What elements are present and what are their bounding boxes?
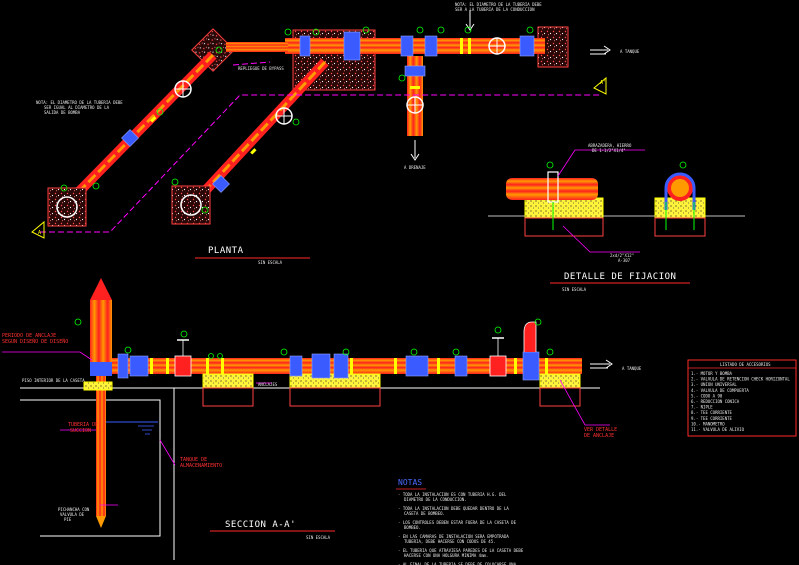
legend-item: 3.- UNION UNIVERSAL bbox=[691, 382, 737, 387]
seccion-scale: SIN ESCALA bbox=[306, 535, 331, 540]
section-view: PERIODO DE ANCLAJE SEGUN DISEÑO DE DISEÑ… bbox=[2, 278, 642, 560]
section-tank-label: A TANQUE bbox=[622, 366, 642, 371]
relief-valve-icon bbox=[523, 321, 537, 352]
foot-valve-note-3: PIE bbox=[64, 517, 72, 522]
well-outline bbox=[20, 399, 161, 537]
detalle-scale: SIN ESCALA bbox=[562, 287, 587, 292]
accessories-legend: LISTADO DE ACCESORIOS 1.- MOTOR Y BOMBA2… bbox=[687, 359, 797, 437]
section-callouts bbox=[74, 318, 554, 359]
foot-valve-note-2: VALVULA DE bbox=[60, 512, 85, 517]
note-item: - TODA LA INSTALACION DEBE QUEDAR DENTRO… bbox=[398, 506, 509, 516]
plan-bypass-note: REPLIEGUE DE BYPASS bbox=[238, 66, 284, 71]
plan-pump-base-1 bbox=[47, 187, 87, 227]
note-item: - LOS CONTROLES DEBEN ESTAR FUERA DE LA … bbox=[398, 520, 517, 530]
detalle-title: DETALLE DE FIJACION bbox=[564, 272, 676, 282]
gate-valve-icon bbox=[489, 337, 507, 377]
section-leaders bbox=[2, 351, 610, 506]
notes-title: NOTAS bbox=[398, 478, 422, 487]
arrow-down-icon bbox=[410, 140, 420, 161]
arrow-right-icon bbox=[590, 45, 611, 55]
plan-top-note-2: SER A LA TUBERIA DE LA CONDUCCION bbox=[455, 7, 535, 12]
ver-detalle-1: VER DETALLE bbox=[584, 427, 617, 433]
detail-clamp-note-2: DE 1-1/2"X1/4" bbox=[592, 148, 626, 153]
seccion-title-block: SECCION A-A' SIN ESCALA bbox=[210, 520, 335, 540]
gate-valve-icon bbox=[488, 37, 506, 55]
well-note-1: TANQUE DE bbox=[180, 457, 207, 463]
suction-pipe bbox=[96, 376, 106, 516]
section-a-prime-label: A' bbox=[600, 80, 606, 86]
anchor-block-3 bbox=[539, 373, 581, 389]
discharge-note-2: SEGUN DISEÑO DE DISEÑO bbox=[2, 338, 68, 345]
arrow-down-icon bbox=[465, 10, 475, 31]
plan-left-note-1: NOTA: EL DIAMETRO DE LA TUBERIA DEBE bbox=[36, 100, 123, 105]
legend-item: 11.- VALVULA DE ALIVIO bbox=[691, 427, 745, 432]
section-cut-line bbox=[40, 61, 600, 233]
detail-clamp-note-1: ABRAZADERA, HIERRO bbox=[588, 143, 632, 148]
note-item: - AL FINAL DE LA TUBERIA SE DEBE DE COLO… bbox=[398, 562, 530, 565]
legend-item: 6.- REDUCCION CONICA bbox=[691, 399, 740, 404]
notes-block: NOTAS - TODA LA INSTALACION ES CON TUBER… bbox=[396, 478, 530, 565]
planta-title: PLANTA bbox=[208, 246, 244, 256]
water-note-1: TUBERIA DE bbox=[68, 422, 98, 428]
detail-block-left bbox=[524, 197, 604, 219]
discharge-note-1: PERIODO DE ANCLAJE bbox=[2, 333, 56, 339]
planta-title-block: PLANTA SIN ESCALA bbox=[195, 246, 310, 265]
plan-left-note-3: SALIDA DE BOMBA bbox=[44, 110, 81, 115]
detalle-title-block: DETALLE DE FIJACION SIN ESCALA bbox=[550, 272, 690, 292]
section-marker-a-prime: A' bbox=[593, 76, 607, 95]
foot-valve-note-1: PICHANCHA CON bbox=[58, 507, 90, 512]
detail-pipe bbox=[506, 178, 598, 200]
motor-pump-column bbox=[90, 300, 112, 362]
gate-valve-icon bbox=[174, 80, 192, 98]
anchor-block-1 bbox=[202, 373, 254, 389]
plan-main-pipe bbox=[285, 38, 545, 54]
gate-valve-icon bbox=[174, 339, 192, 377]
note-item: - EN LAS CAMARAS DE INSTALACION SERA EMP… bbox=[398, 534, 509, 544]
detail-bolt-note-1: 2xd/2"X12" bbox=[610, 253, 634, 258]
plan-fittings bbox=[121, 31, 535, 193]
floor-note: PISO INTERIOR DE LA CASETA bbox=[22, 378, 85, 383]
plan-view: A A' NOTA: EL DIAMETRO DE LA TUBERIA DEB… bbox=[31, 2, 640, 239]
detail-view: ABRAZADERA, HIERRO DE 1-1/2"X1/4" 2xd/2"… bbox=[488, 143, 745, 263]
ver-detalle-2: DE ANCLAJE bbox=[584, 433, 614, 439]
anchor-label: ANCLAJES bbox=[258, 382, 278, 387]
plan-tank-label: A TANQUE bbox=[620, 49, 640, 54]
legend-item: 10.- MANOMETRO bbox=[691, 421, 725, 426]
gate-valve-icon bbox=[275, 107, 293, 125]
legend-item: 5.- CODO A 90 bbox=[691, 393, 723, 398]
gate-valve-icon bbox=[406, 96, 424, 114]
detail-bolt-note-2: A-307 bbox=[618, 258, 631, 263]
plan-nipples bbox=[150, 38, 471, 155]
plan-top-note-1: NOTA: EL DIAMETRO DE LA TUBERIA DEBE bbox=[455, 2, 542, 7]
plan-left-note-2: SER IGUAL AL DIAMETRO DE LA bbox=[44, 105, 110, 110]
plan-pipe-to-elbow bbox=[226, 42, 288, 52]
section-a-label: A bbox=[38, 230, 41, 236]
water-note-2: SUCCION bbox=[70, 428, 91, 434]
legend-item: 8.- TEE CORRIENTE bbox=[691, 410, 733, 415]
section-marker-a: A bbox=[31, 220, 45, 239]
well-note-2: ALMACENAMIENTO bbox=[180, 463, 222, 469]
legend-item: 1.- MOTOR Y BOMBA bbox=[691, 371, 733, 376]
legend-title: LISTADO DE ACCESORIOS bbox=[720, 362, 771, 367]
legend-item: 2.- VALVULA DE RETENCION CHECK HORIZONTA… bbox=[691, 377, 790, 382]
note-item: - TODA LA INSTALACION ES CON TUBERIA H.G… bbox=[398, 492, 507, 502]
legend-item: 4.- VALVULA DE COMPUERTA bbox=[691, 388, 749, 393]
section-nipples bbox=[150, 358, 548, 374]
seccion-title: SECCION A-A' bbox=[225, 520, 296, 530]
legend-item: 9.- TEE CORRIENTE bbox=[691, 416, 733, 421]
section-fittings bbox=[117, 351, 540, 381]
legend-item: 7.- NIPLE bbox=[691, 405, 713, 410]
detail-clamp bbox=[664, 172, 696, 210]
plan-callouts bbox=[60, 26, 534, 214]
note-item: - EL TUBERIA QUE ATRAVIESA PAREDES DE LA… bbox=[398, 548, 524, 558]
planta-scale: SIN ESCALA bbox=[258, 260, 283, 265]
plan-pump-base-2 bbox=[171, 185, 211, 225]
plan-drain-label: A DRENAJE bbox=[404, 165, 426, 170]
arrow-right-icon bbox=[590, 359, 613, 369]
